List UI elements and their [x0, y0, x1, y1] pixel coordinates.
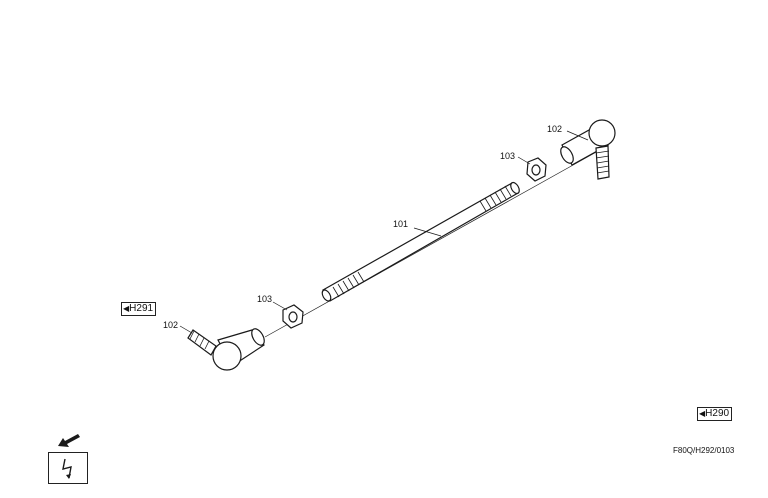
reference-h291[interactable]: ◀H291	[121, 302, 157, 316]
drawing-code: F80Q/H292/0103	[673, 446, 735, 455]
hazard-box	[48, 452, 88, 484]
callout-103-left: 103	[257, 294, 272, 304]
arrow-left-icon: ◀	[123, 304, 130, 313]
callout-103-right: 103	[500, 151, 515, 161]
nut-103-right	[526, 157, 547, 182]
nut-103-left	[282, 304, 304, 329]
lightning-bolt-icon	[62, 458, 72, 479]
reference-h290[interactable]: ◀H290	[697, 407, 733, 421]
callout-102-right: 102	[547, 124, 562, 134]
reference-label: H291	[129, 303, 154, 314]
arrow-down-left-icon	[58, 434, 80, 447]
ball-joint-102-left	[187, 328, 265, 371]
ball-joint-102-right	[560, 119, 616, 180]
reference-label: H290	[705, 408, 730, 419]
leader-lines	[179, 130, 589, 334]
tie-rod-101	[321, 181, 520, 302]
assembly-axis-line	[264, 149, 601, 338]
callout-101: 101	[393, 219, 408, 229]
arrow-left-icon: ◀	[699, 409, 706, 418]
callout-102-left: 102	[163, 320, 178, 330]
